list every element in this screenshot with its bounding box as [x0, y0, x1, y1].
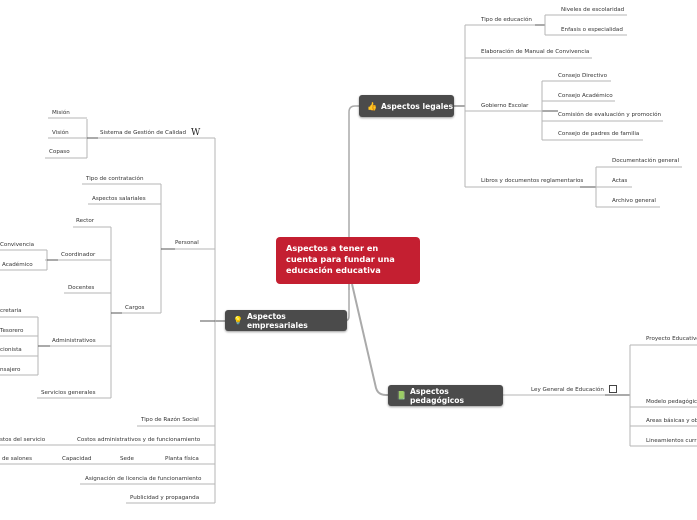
wikipedia-icon[interactable]: W [191, 128, 201, 138]
subtopic[interactable]: Administrativos [52, 338, 96, 344]
subtopic[interactable]: Planta física [165, 456, 199, 462]
lightbulb-icon: 💡 [233, 316, 243, 325]
subtopic[interactable]: Cargos [125, 305, 145, 311]
subtopic[interactable]: Rector [76, 218, 95, 224]
subtopic[interactable]: Niveles de escolaridad [561, 7, 625, 13]
central-topic-label: Aspectos a tener en cuenta para fundar u… [286, 243, 395, 275]
subtopic[interactable]: Archivo general [612, 198, 656, 204]
subtopic[interactable]: Consejo de padres de familia [558, 131, 640, 137]
subtopic[interactable]: Actas [612, 178, 628, 184]
topic-aspectos-empresariales[interactable]: 💡 Aspectos empresariales [225, 310, 347, 331]
topic-label: Aspectos empresariales [246, 311, 308, 330]
subtopic[interactable]: Ley General de Educación [531, 387, 604, 393]
subtopic[interactable]: Proyecto Educativo [646, 336, 697, 342]
subtopic[interactable]: de salones [2, 456, 32, 462]
central-topic[interactable]: Aspectos a tener en cuenta para fundar u… [276, 237, 420, 284]
subtopic[interactable]: Elaboración de Manual de Convivencia [481, 49, 590, 55]
subtopic[interactable]: Misión [52, 110, 70, 116]
subtopic[interactable]: Académico [2, 262, 33, 268]
subtopic[interactable]: Gobierno Escolar [481, 103, 529, 109]
subtopic[interactable]: Copaso [49, 149, 70, 155]
topic-aspectos-legales[interactable]: 👍 Aspectos legales [359, 95, 454, 117]
subtopic[interactable]: Publicidad y propaganda [130, 495, 200, 501]
subtopic[interactable]: Consejo Académico [558, 93, 613, 99]
subtopic[interactable]: Documentación general [612, 158, 680, 164]
subtopic[interactable]: Tipo de contratación [86, 176, 144, 182]
topic-label: Aspectos legales [380, 101, 454, 111]
subtopic[interactable]: Consejo Directivo [558, 73, 608, 79]
thumbs-up-icon: 👍 [367, 101, 377, 111]
subtopic[interactable]: Personal [175, 240, 199, 246]
subtopic[interactable]: Lineamientos curri [646, 438, 697, 444]
subtopic[interactable]: Libros y documentos reglamentarios [481, 178, 584, 184]
subtopic[interactable]: Convivencia [0, 242, 35, 248]
subtopic[interactable]: Servicios generales [41, 390, 96, 396]
external-link-icon[interactable] [609, 385, 617, 393]
book-icon: 📗 [396, 391, 406, 400]
subtopic[interactable]: Coordinador [61, 252, 96, 258]
subtopic[interactable]: Comisión de evaluación y promoción [558, 112, 662, 118]
subtopic[interactable]: Sede [120, 456, 134, 462]
topic-aspectos-pedagogicos[interactable]: 📗 Aspectos pedagógicos [388, 385, 503, 406]
subtopic[interactable]: Sistema de Gestión de Calidad [100, 130, 187, 136]
subtopic[interactable]: Aspectos salariales [92, 196, 146, 202]
subtopic[interactable]: Enfasis o especialidad [561, 27, 623, 33]
subtopic[interactable]: cionista [0, 347, 22, 353]
subtopic[interactable]: Asignación de licencia de funcionamiento [85, 476, 202, 482]
subtopic[interactable]: Costos administrativos y de funcionamien… [77, 437, 201, 443]
subtopic[interactable]: stos del servicio [0, 437, 46, 443]
subtopic[interactable]: Capacidad [62, 456, 92, 462]
subtopic[interactable]: nsajero [0, 367, 21, 373]
subtopic[interactable]: Visión [52, 130, 69, 136]
subtopic[interactable]: Modelo pedagógico [646, 399, 697, 405]
subtopic[interactable]: cretaria [0, 308, 22, 314]
subtopic[interactable]: Tesorero [0, 328, 24, 334]
subtopic[interactable]: Tipo de Razón Social [141, 417, 199, 423]
topic-label: Aspectos pedagógicos [409, 386, 465, 405]
subtopic[interactable]: Tipo de educación [481, 17, 532, 23]
subtopic[interactable]: Areas básicas y ob [646, 418, 697, 424]
subtopic[interactable]: Docentes [68, 285, 95, 291]
